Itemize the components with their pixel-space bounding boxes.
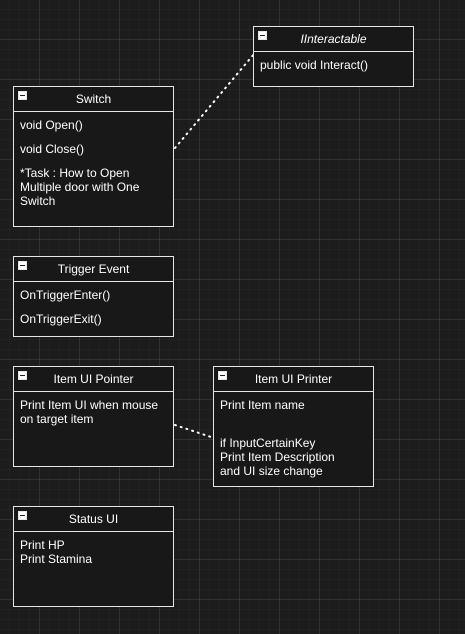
class-header: IInteractable <box>254 27 413 52</box>
class-member: void Open() <box>20 118 83 132</box>
class-member: public void Interact() <box>260 58 369 72</box>
class-header: Item UI Printer <box>214 367 373 392</box>
class-header: Item UI Pointer <box>14 367 173 392</box>
class-member: Print HP Print Stamina <box>20 538 93 566</box>
class-title: Item UI Printer <box>254 372 333 386</box>
class-status-ui[interactable]: Status UI Print HP Print Stamina <box>13 506 174 607</box>
class-switch[interactable]: Switch void Open() void Close() *Task : … <box>13 86 174 227</box>
class-member: Print Item name <box>220 398 305 412</box>
connector-pointer-to-printer[interactable] <box>174 424 215 439</box>
collapse-icon[interactable] <box>18 261 27 270</box>
class-member: Print Item UI when mouse on target item <box>20 398 159 426</box>
class-member: OnTriggerEnter() <box>20 288 111 302</box>
class-header: Status UI <box>14 507 173 532</box>
class-body: Print Item UI when mouse on target item <box>14 392 173 426</box>
collapse-icon[interactable] <box>258 31 267 40</box>
class-iinteractable[interactable]: IInteractable public void Interact() <box>253 26 414 87</box>
class-header: Trigger Event <box>14 257 173 282</box>
class-member: OnTriggerExit() <box>20 312 102 326</box>
member-spacer <box>220 422 367 436</box>
class-body: public void Interact() <box>254 52 413 72</box>
class-member: if InputCertainKey Print Item Descriptio… <box>220 436 335 478</box>
class-title: Switch <box>75 92 112 106</box>
class-member: *Task : How to Open Multiple door with O… <box>20 166 140 208</box>
class-item-ui-printer[interactable]: Item UI Printer Print Item name if Input… <box>213 366 374 487</box>
collapse-icon[interactable] <box>18 91 27 100</box>
class-title: Status UI <box>68 512 119 526</box>
connector-switch-to-iinteractable[interactable] <box>174 53 255 149</box>
class-member: void Close() <box>20 142 85 156</box>
class-trigger-event[interactable]: Trigger Event OnTriggerEnter() OnTrigger… <box>13 256 174 337</box>
class-body: Print HP Print Stamina <box>14 532 173 566</box>
class-body: OnTriggerEnter() OnTriggerExit() <box>14 282 173 326</box>
class-title: IInteractable <box>300 32 367 46</box>
class-body: Print Item name if InputCertainKey Print… <box>214 392 373 478</box>
class-header: Switch <box>14 87 173 112</box>
class-title: Item UI Pointer <box>53 372 134 386</box>
class-body: void Open() void Close() *Task : How to … <box>14 112 173 208</box>
class-item-ui-pointer[interactable]: Item UI Pointer Print Item UI when mouse… <box>13 366 174 467</box>
collapse-icon[interactable] <box>18 511 27 520</box>
collapse-icon[interactable] <box>218 371 227 380</box>
class-title: Trigger Event <box>57 262 130 276</box>
collapse-icon[interactable] <box>18 371 27 380</box>
